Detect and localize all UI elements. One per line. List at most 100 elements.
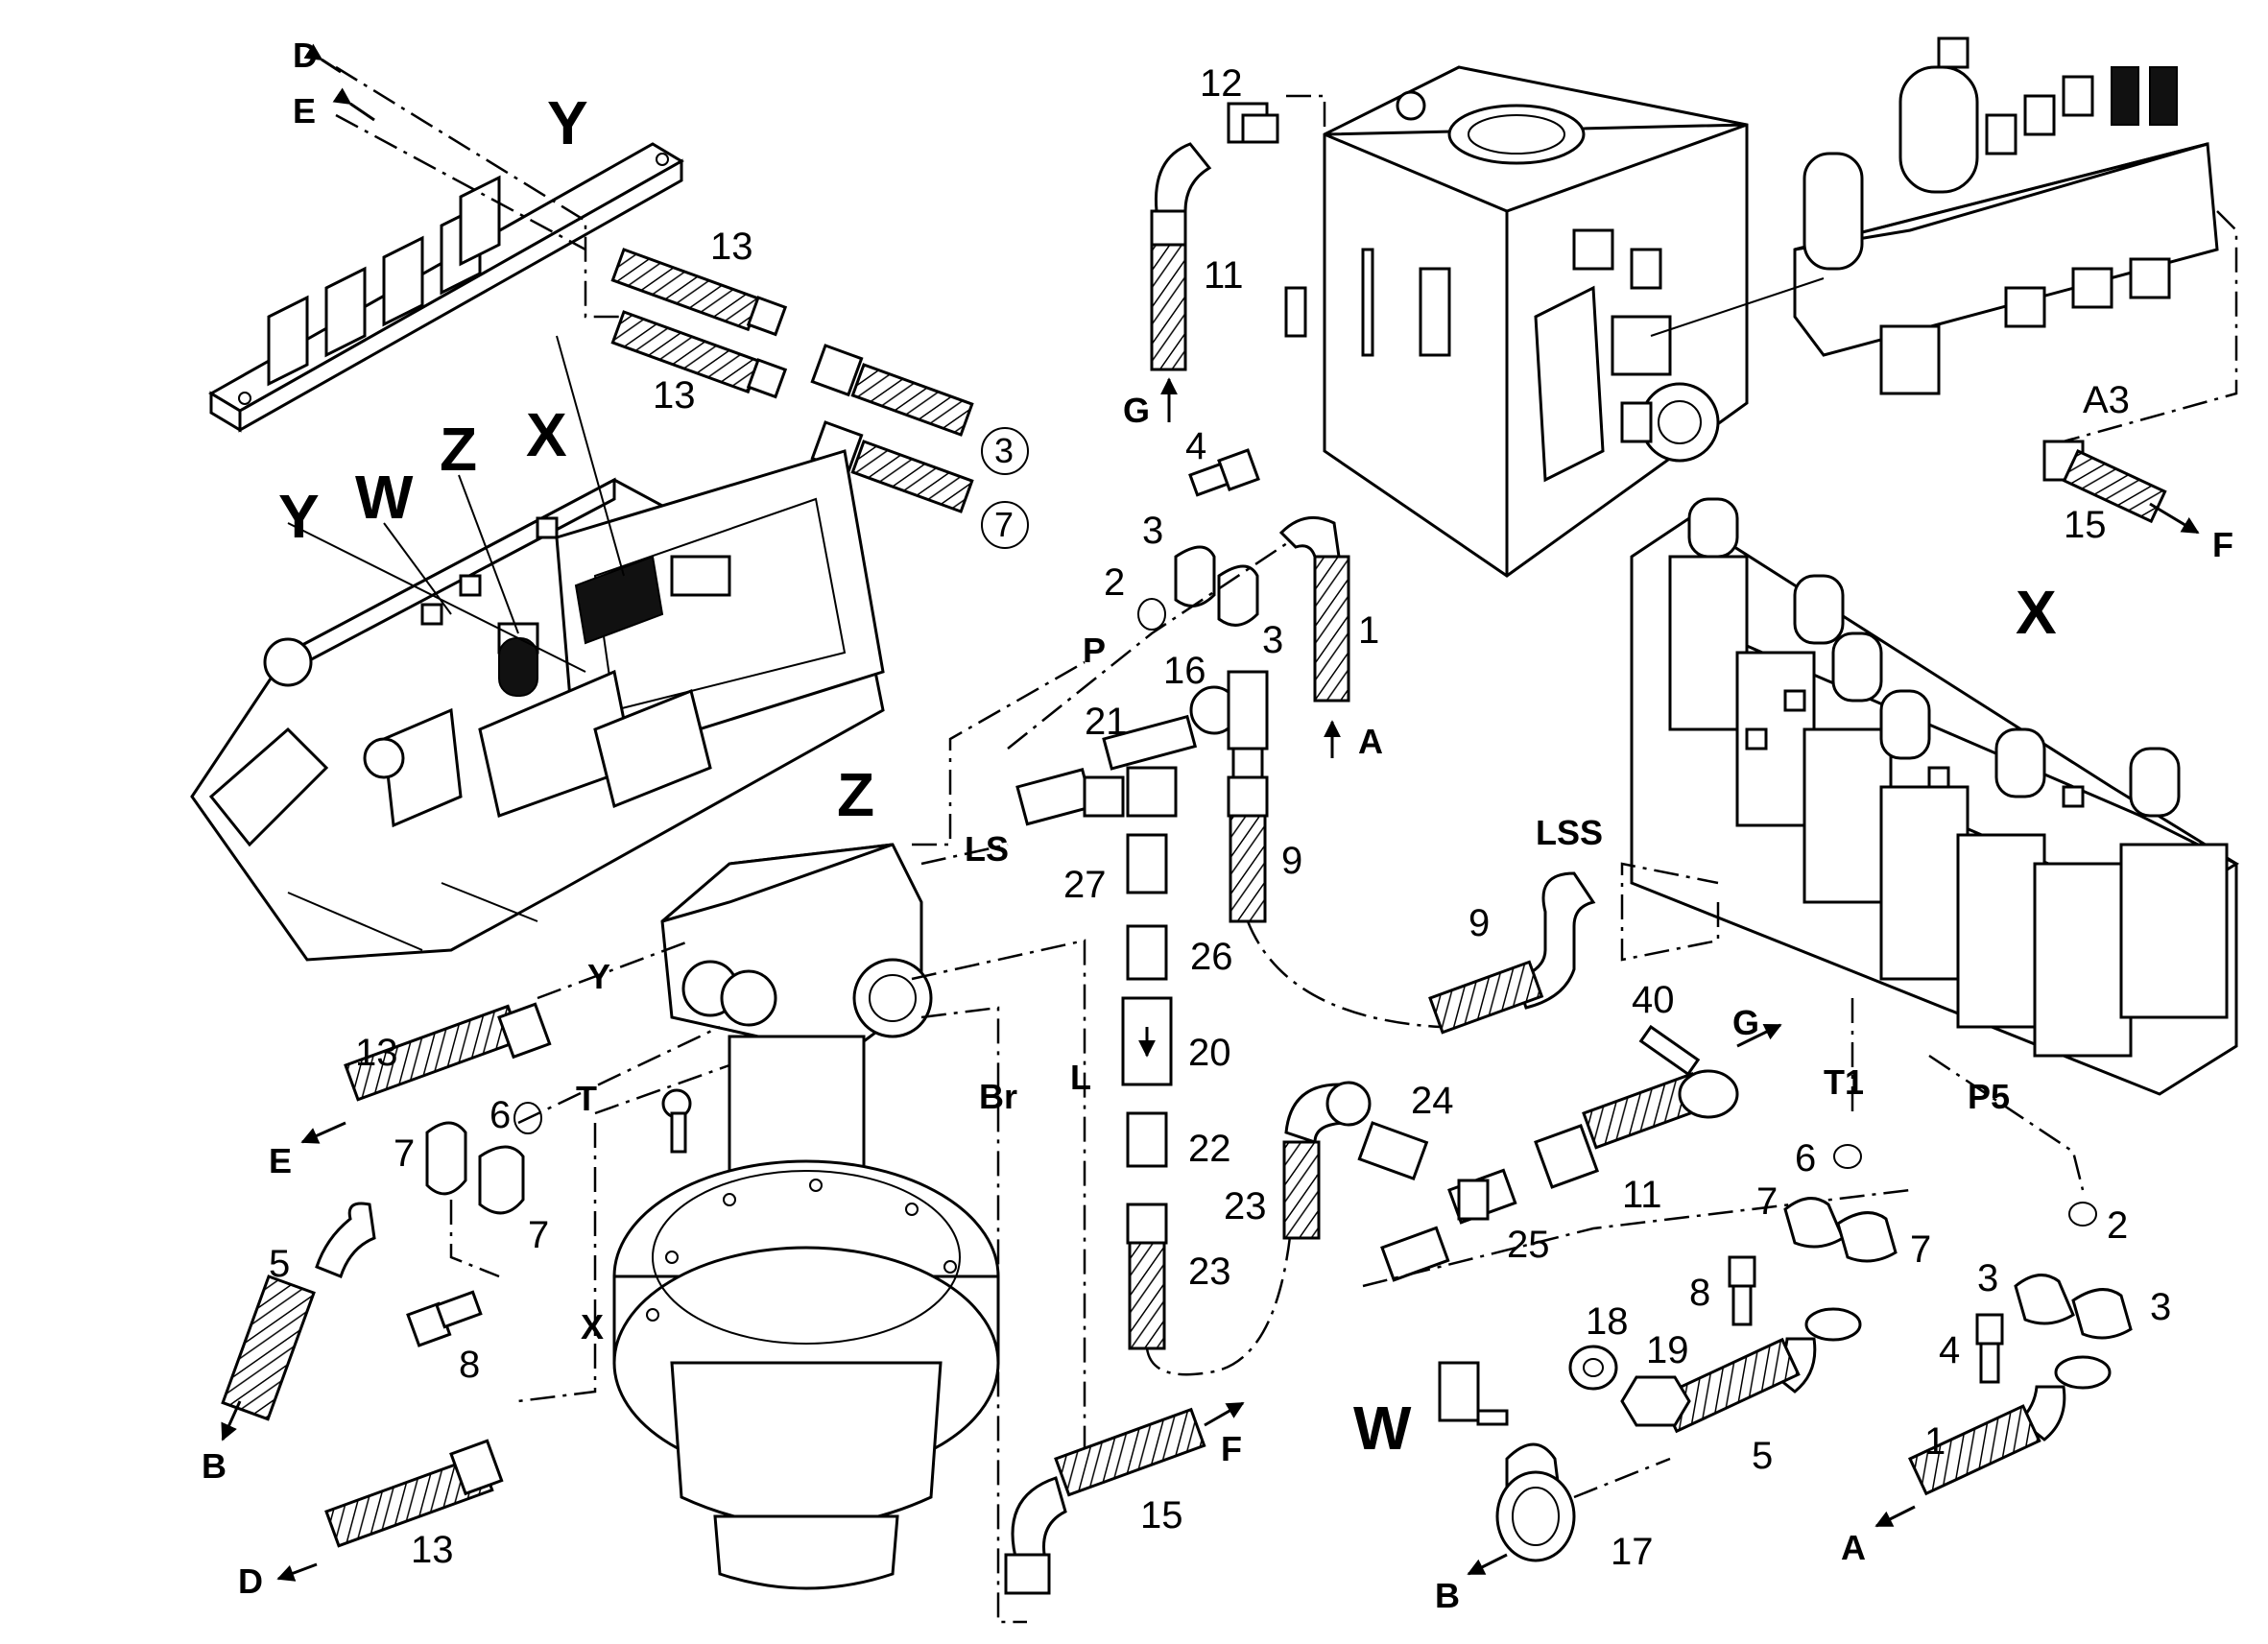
adapter-24 — [1357, 1121, 1429, 1181]
part-12-label: 12 — [1200, 62, 1243, 105]
part-7-label-right-a: 7 — [1756, 1180, 1778, 1223]
hose-13-upper — [610, 248, 974, 513]
valve-x-label: X — [2016, 578, 2057, 647]
conn-g-label-top: G — [1123, 391, 1150, 430]
part-9-label-center: 9 — [1281, 840, 1302, 882]
port-t-label: T — [576, 1079, 597, 1118]
conn-d-label: D — [293, 36, 318, 75]
part-3-label-right-b: 3 — [2150, 1286, 2171, 1328]
part-27-label: 27 — [1063, 864, 1107, 906]
part-5-label-right: 5 — [1752, 1435, 1773, 1477]
part-13-label-b: 13 — [653, 374, 696, 417]
frame-label-w: W — [355, 463, 414, 532]
hose-15-bottom — [1004, 1407, 1206, 1595]
conn-a-label-top: A — [1358, 722, 1383, 761]
clamp-w — [1438, 1345, 1691, 1562]
conn-e-label: E — [293, 91, 316, 131]
part-17-label: 17 — [1611, 1531, 1654, 1573]
part-3-label-right-a: 3 — [1977, 1257, 1998, 1299]
part-4-label: 4 — [1185, 425, 1206, 467]
bolt-4 — [1188, 448, 1260, 497]
port-y-label: Y — [587, 957, 610, 996]
hose-11-right — [1534, 1072, 1707, 1189]
part-21-label: 21 — [1085, 701, 1128, 743]
bracket-y-assembly — [208, 142, 684, 433]
valve-block-a3 — [1793, 36, 2219, 395]
part-6-label-right: 6 — [1795, 1137, 1816, 1179]
part-1-label-right: 1 — [1924, 1420, 1946, 1463]
hose-11-top — [1150, 142, 1212, 371]
part-18-label: 18 — [1586, 1300, 1629, 1343]
hose-13-left-e — [344, 1002, 552, 1102]
part-8-label-left: 8 — [459, 1344, 480, 1386]
conn-b-label-left: B — [202, 1446, 227, 1486]
assembly-y-label: Y — [547, 88, 588, 157]
bolt-8-right — [1728, 1255, 1756, 1326]
part-26-label: 26 — [1190, 936, 1233, 978]
conn-b-label-right: B — [1435, 1576, 1460, 1615]
part-23-label-right: 23 — [1188, 1251, 1231, 1293]
part-6-label-left: 6 — [489, 1094, 511, 1136]
clamp-w-label: W — [1353, 1394, 1412, 1463]
tee-25 — [1380, 1168, 1517, 1282]
conn-g-label-right: G — [1732, 1003, 1759, 1042]
frame-label-x: X — [526, 400, 567, 469]
part-13-label-a: 13 — [710, 226, 753, 268]
part-11-label-right: 11 — [1622, 1174, 1662, 1216]
part-7-label-left-b: 7 — [528, 1214, 549, 1256]
part-3-label-b: 3 — [1262, 619, 1283, 661]
machine-frame — [190, 449, 885, 962]
tee-21 — [1102, 714, 1198, 818]
elbow-16 — [1189, 670, 1269, 779]
part-5-label-left: 5 — [269, 1243, 290, 1285]
motor-z-label: Z — [837, 760, 874, 829]
hose-9-center — [1227, 775, 1269, 923]
hose-15-right — [2042, 440, 2167, 524]
port-x-label: X — [581, 1307, 604, 1346]
part-20-label: 20 — [1188, 1032, 1231, 1074]
port-l-label: L — [1070, 1058, 1091, 1097]
part-13-label-left: 13 — [355, 1032, 398, 1074]
block-a3-label: A3 — [2083, 379, 2130, 421]
part-7-label-left-a: 7 — [394, 1132, 415, 1175]
part-15-label-bottom: 15 — [1140, 1494, 1183, 1537]
conn-a-label-right: A — [1841, 1528, 1866, 1567]
conn-e-label-bottom: E — [269, 1141, 292, 1180]
stack-27-26-20-22 — [1121, 833, 1173, 1350]
hydraulic-tank — [1284, 65, 1749, 578]
circled-ref-3: 3 — [994, 431, 1014, 470]
part-4-label-right: 4 — [1939, 1329, 1960, 1371]
part-23-label-left: 23 — [1224, 1185, 1267, 1227]
frame-label-z: Z — [440, 415, 477, 484]
bolt-4-right — [1975, 1313, 2004, 1384]
hose-5-left — [221, 1202, 376, 1421]
swing-motor-z — [612, 843, 1000, 1590]
part-8-label-right: 8 — [1689, 1272, 1710, 1314]
bolt-8-left — [406, 1290, 483, 1347]
part-16-label: 16 — [1163, 650, 1206, 692]
conn-f-label-right: F — [2212, 525, 2233, 564]
clamp-40 — [1638, 1024, 1739, 1119]
circled-ref-7: 7 — [994, 505, 1014, 544]
port-p5-label: P5 — [1968, 1077, 2010, 1116]
conn-f-label-bottom: F — [1221, 1429, 1242, 1468]
part-15-label-right: 15 — [2064, 504, 2107, 546]
hose-23-elbow — [1282, 1081, 1372, 1240]
part-40-label: 40 — [1632, 979, 1675, 1021]
part-19-label: 19 — [1646, 1329, 1689, 1371]
port-ls-label: LS — [965, 829, 1009, 869]
adapter-ls — [1015, 768, 1125, 826]
part-12-fitting — [1227, 102, 1279, 144]
hose-1-top — [1278, 515, 1350, 703]
part-3-label-a: 3 — [1142, 510, 1163, 552]
part-9-label-right: 9 — [1468, 902, 1490, 944]
part-22-label: 22 — [1188, 1128, 1231, 1170]
port-p-label: P — [1083, 631, 1106, 670]
conn-d-label-bottom: D — [238, 1561, 263, 1601]
port-t1-label: T1 — [1824, 1062, 1864, 1102]
hose-13-bottom-d — [324, 1439, 504, 1548]
port-lss-label: LSS — [1536, 813, 1603, 852]
part-24-label: 24 — [1411, 1080, 1454, 1122]
part-13-label-bottom: 13 — [411, 1529, 454, 1571]
